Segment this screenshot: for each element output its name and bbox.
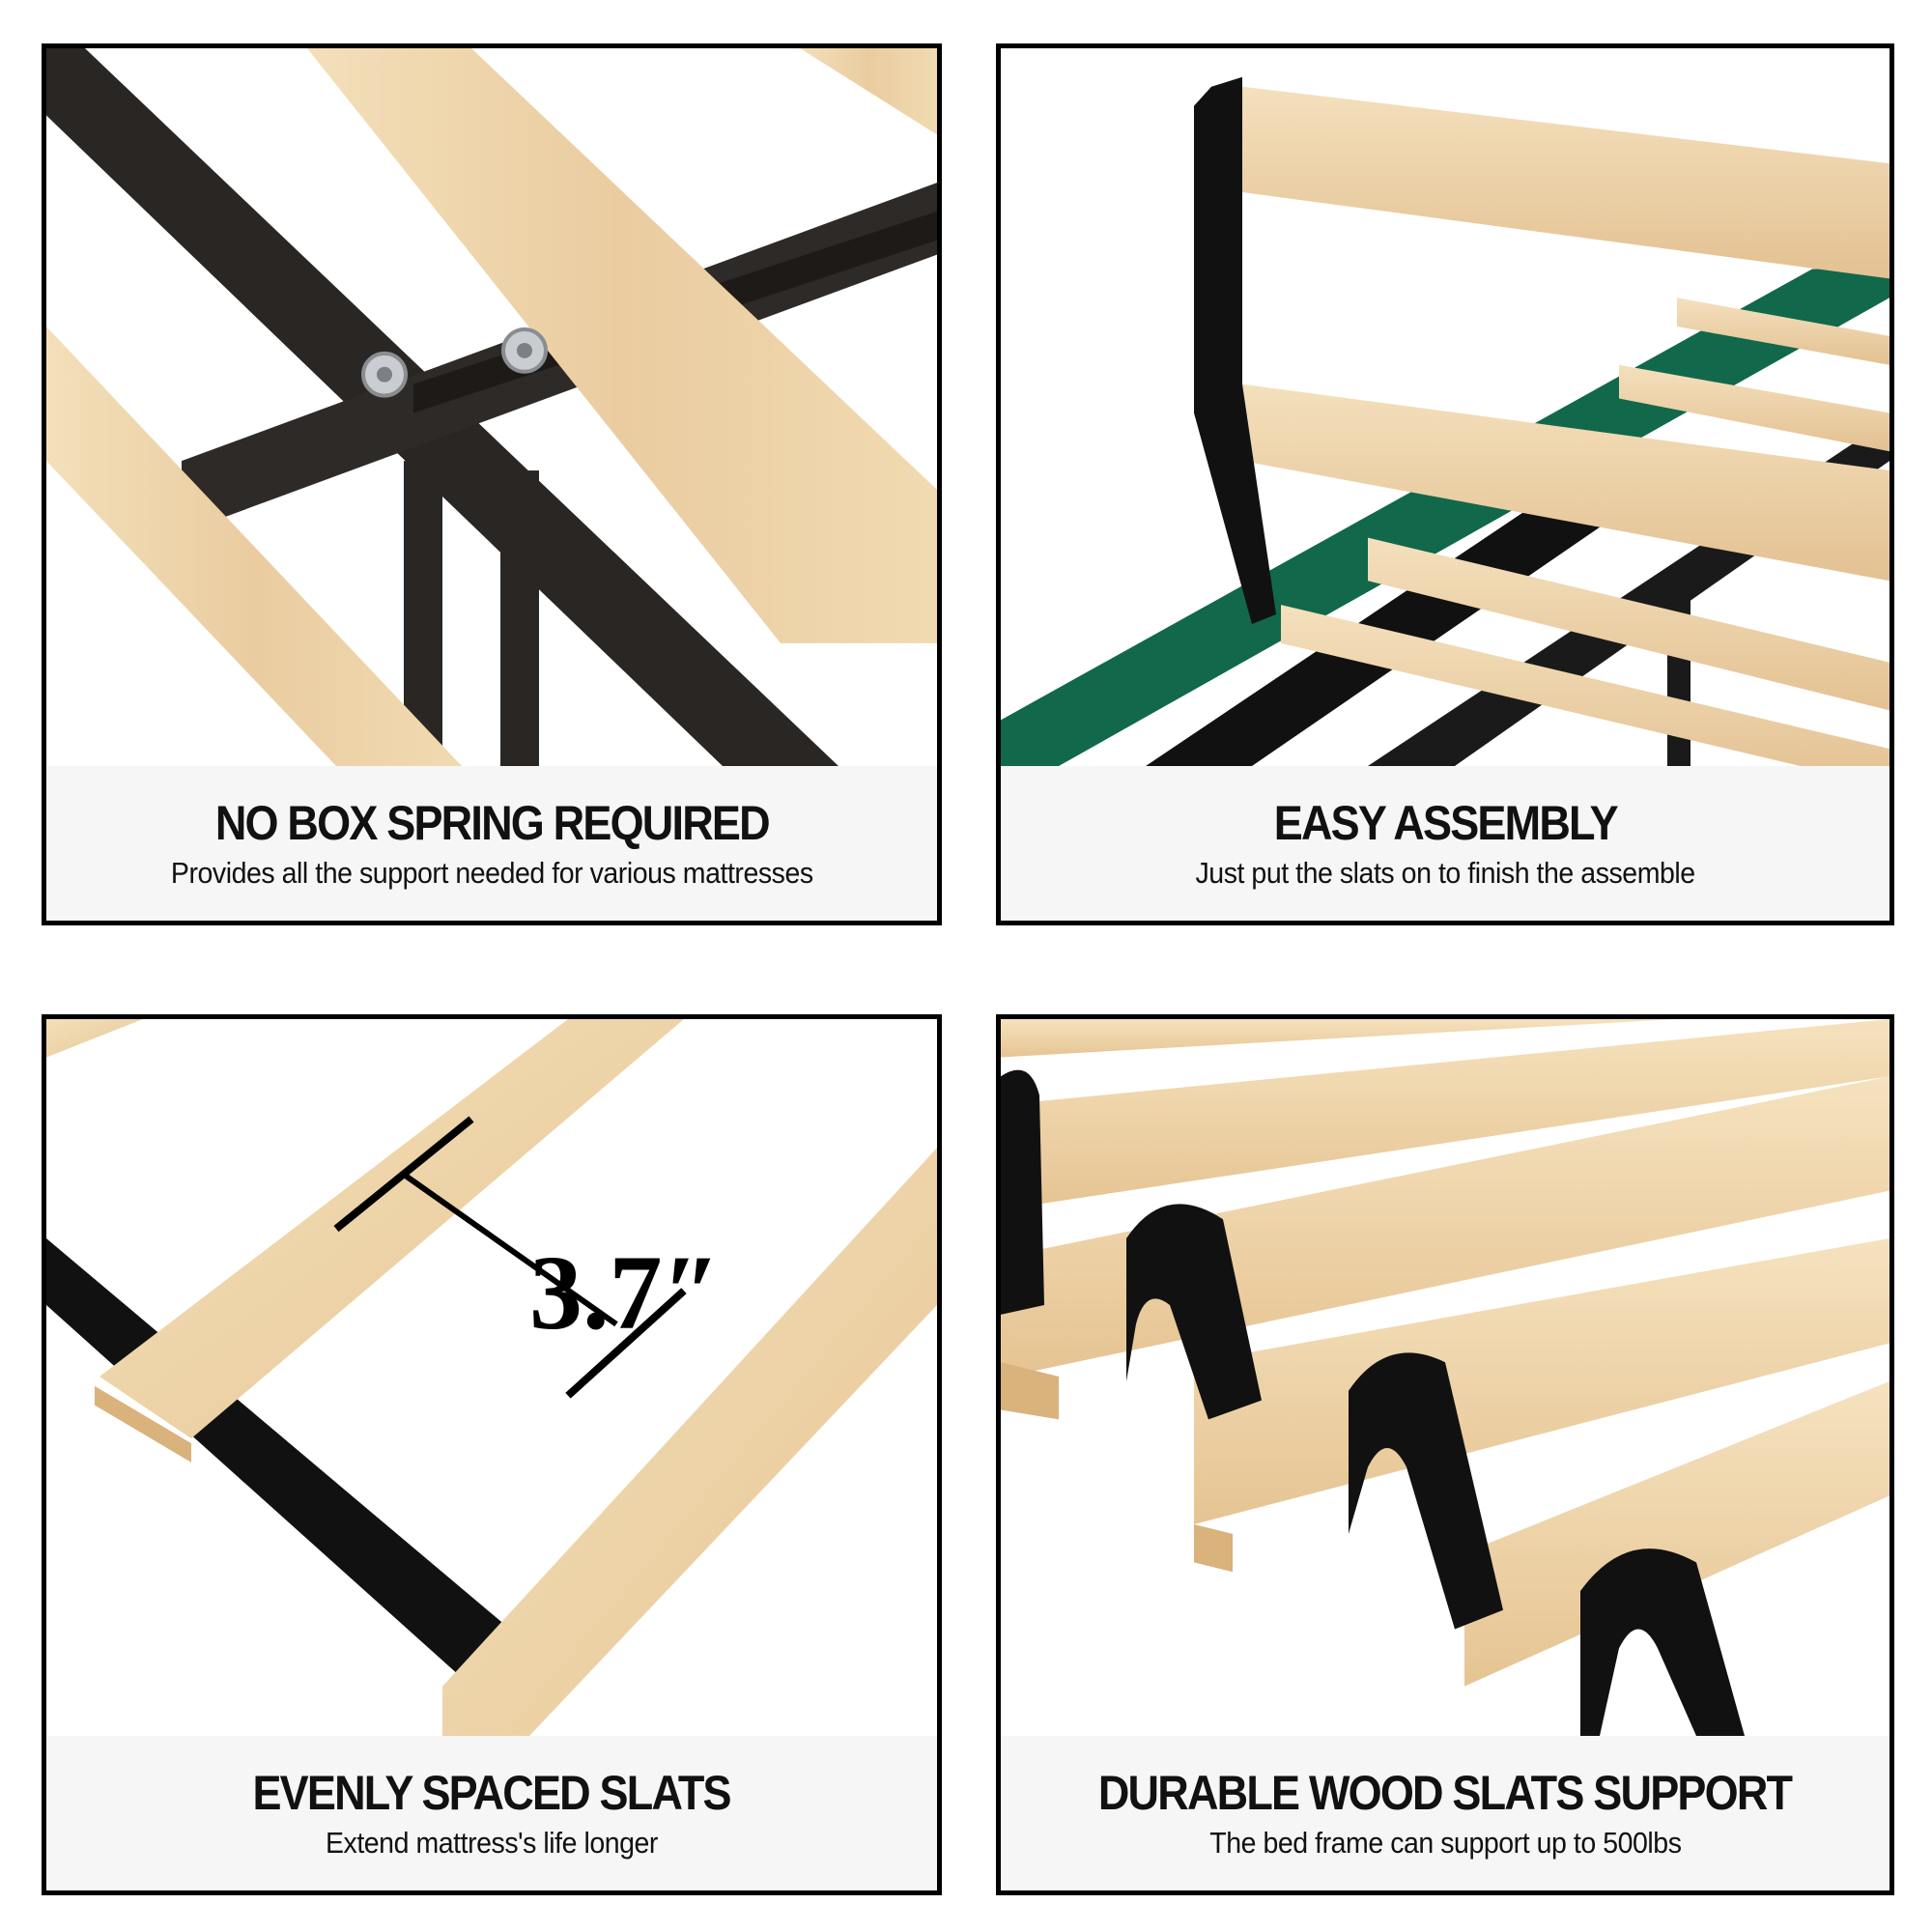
caption-box: DURABLE WOOD SLATS SUPPORT The bed frame…	[1001, 1736, 1889, 1890]
feature-panel-durable-wood: DURABLE WOOD SLATS SUPPORT The bed frame…	[996, 1014, 1894, 1895]
feature-panel-easy-assembly: EASY ASSEMBLY Just put the slats on to f…	[996, 43, 1894, 925]
slat-spacing-photo: 3.7″	[46, 1019, 937, 1736]
feature-headline: DURABLE WOOD SLATS SUPPORT	[1098, 1765, 1793, 1820]
feature-subline: The bed frame can support up to 500lbs	[1208, 1825, 1682, 1860]
spacing-dimension-label: 3.7″	[529, 1234, 722, 1351]
feature-subline: Just put the slats on to finish the asse…	[1195, 855, 1695, 890]
velcro-slats-photo	[1001, 1019, 1889, 1736]
feature-headline: EVENLY SPACED SLATS	[252, 1765, 732, 1820]
feature-headline: EASY ASSEMBLY	[1273, 795, 1618, 850]
feature-subline: Extend mattress's life longer	[325, 1825, 659, 1860]
caption-box: EASY ASSEMBLY Just put the slats on to f…	[1001, 766, 1889, 921]
caption-box: EVENLY SPACED SLATS Extend mattress's li…	[46, 1736, 937, 1890]
metal-frame-photo	[46, 48, 937, 766]
feature-headline: NO BOX SPRING REQUIRED	[214, 795, 771, 850]
slat-assembly-photo	[1001, 48, 1889, 766]
feature-panel-evenly-spaced: 3.7″ EVENLY SPACED SLATS Extend mattress…	[42, 1014, 942, 1895]
feature-panel-no-box-spring: NO BOX SPRING REQUIRED Provides all the …	[42, 43, 942, 925]
caption-box: NO BOX SPRING REQUIRED Provides all the …	[46, 766, 937, 921]
feature-subline: Provides all the support needed for vari…	[170, 855, 813, 890]
